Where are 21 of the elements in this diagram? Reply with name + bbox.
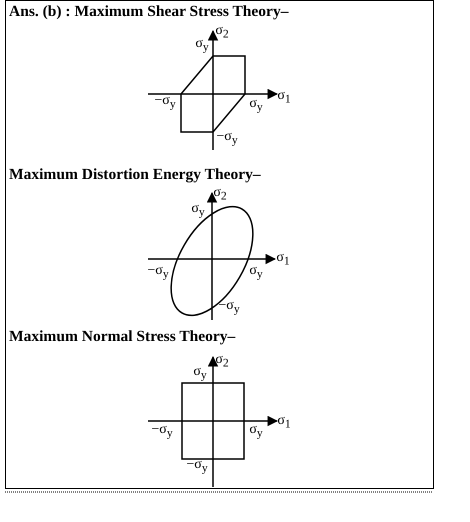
- axis-label: −σ$_{y}$: [218, 298, 240, 316]
- axis-label: σ$_{1}$: [277, 414, 291, 430]
- section-heading: Maximum Distortion Energy Theory–: [9, 166, 261, 184]
- axis-label: σ$_{2}$: [215, 352, 229, 370]
- section-heading: Ans. (b) : Maximum Shear Stress Theory–: [9, 3, 288, 21]
- axis-label: −σ$_{y}$: [147, 264, 169, 280]
- axis-label: σ$_{1}$: [277, 88, 291, 106]
- axis-label: −σ$_{y}$: [216, 130, 238, 146]
- axis-label: σ$_{2}$: [213, 186, 227, 202]
- section-heading: Maximum Normal Stress Theory–: [9, 328, 236, 346]
- axis-label: σ$_{2}$: [215, 24, 229, 40]
- axis-label: −σ$_{y}$: [151, 422, 173, 440]
- axis-label: σ$_{y}$: [195, 36, 209, 54]
- axis-label: −σ$_{y}$: [186, 458, 208, 474]
- axis-label: σ$_{y}$: [249, 264, 263, 280]
- axis-label: σ$_{1}$: [276, 250, 290, 268]
- axis-label: σ$_{y}$: [191, 202, 205, 218]
- axis-label: −σ$_{y}$: [154, 94, 176, 110]
- axis-label: σ$_{y}$: [249, 96, 263, 114]
- axis-label: σ$_{y}$: [193, 364, 207, 382]
- axis-label: σ$_{y}$: [249, 422, 263, 440]
